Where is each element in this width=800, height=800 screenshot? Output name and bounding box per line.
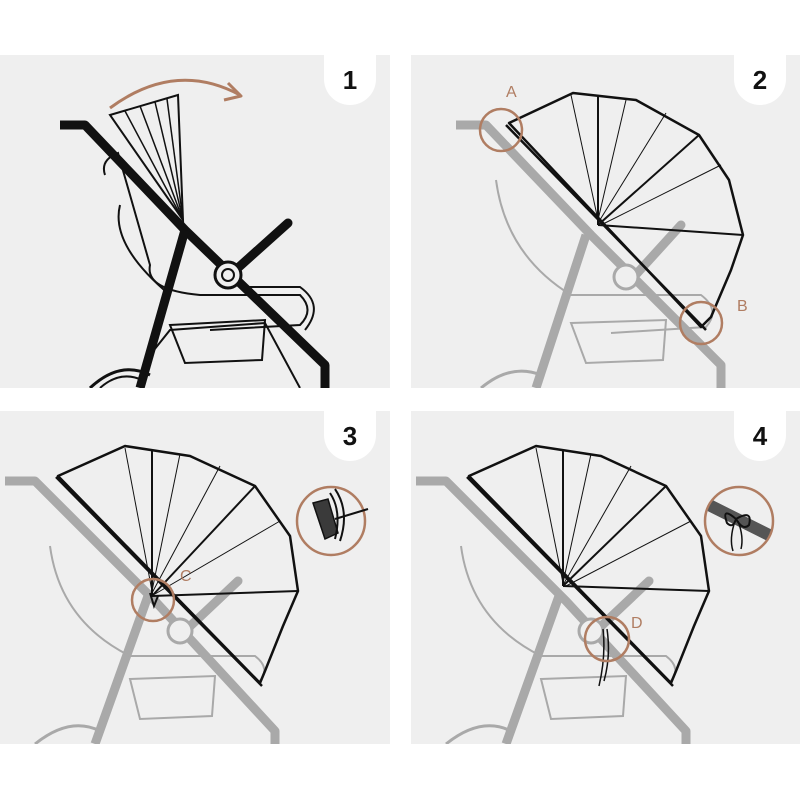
callout-a-label: A: [506, 84, 517, 101]
strap-clip-detail: [295, 485, 369, 557]
callout-c-label: C: [180, 568, 192, 585]
open-canopy: [467, 444, 711, 685]
armrest: [240, 286, 315, 331]
open-canopy: [507, 91, 745, 329]
ghost-seat: [495, 179, 714, 334]
seat-back: [117, 204, 171, 296]
front-leg: [135, 228, 190, 388]
basket: [168, 318, 267, 365]
step-4-panel: D 4: [411, 411, 800, 744]
folded-canopy: [108, 93, 185, 224]
step-number-badge: 4: [734, 411, 786, 461]
step-1-illustration: [60, 78, 330, 388]
callout-a-circle: [478, 107, 524, 153]
step-2-panel: A B 2: [411, 55, 800, 388]
open-canopy: [56, 444, 300, 685]
lower-frame: [149, 321, 301, 388]
step-number-badge: 1: [324, 55, 376, 105]
ghost-bumper: [626, 220, 686, 285]
handlebar-frame: [60, 120, 330, 388]
bumper-bar: [225, 218, 293, 280]
callout-d-label: D: [631, 615, 643, 632]
callout-b-label: B: [737, 298, 748, 315]
step-4-illustration: D: [416, 444, 775, 744]
rotate-arrow: [109, 78, 241, 110]
callout-c-circle: [130, 577, 176, 623]
canopy-rail: [466, 476, 674, 687]
step-number-badge: 3: [324, 411, 376, 461]
ghost-leg: [501, 594, 564, 744]
ghost-frame: [456, 120, 726, 388]
step-3-illustration: C: [5, 444, 369, 744]
step-1-panel: 1: [0, 55, 390, 388]
wheel: [88, 368, 151, 388]
step-2-illustration: A B: [456, 84, 748, 388]
ghost-bumper: [180, 576, 243, 636]
ghost-frame: [416, 476, 691, 744]
step-3-panel: C 3: [0, 411, 390, 744]
ghost-leg: [90, 594, 153, 744]
callout-d-circle: [583, 615, 631, 663]
seat-outline: [102, 151, 309, 331]
ghost-seat: [460, 545, 677, 684]
tie-bow-detail: [703, 485, 775, 557]
ghost-leg: [531, 233, 591, 388]
canopy-rail: [505, 124, 707, 331]
tie-string: [598, 628, 605, 687]
canopy-rail: [55, 476, 263, 687]
step-number-badge: 2: [734, 55, 786, 105]
callout-b-circle: [678, 300, 724, 346]
rotate-arrow-head: [223, 81, 243, 102]
